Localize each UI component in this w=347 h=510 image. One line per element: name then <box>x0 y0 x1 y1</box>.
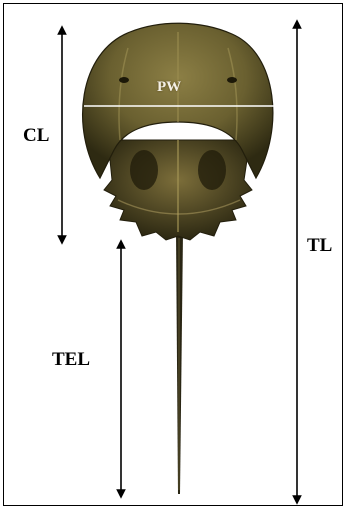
cl-label: CL <box>23 126 49 145</box>
abdomen-right-depression <box>198 150 226 190</box>
tl-label: TL <box>307 236 332 255</box>
tel-label: TEL <box>52 350 90 369</box>
telson <box>176 232 183 494</box>
right-eye <box>227 77 237 83</box>
pw-label: PW <box>157 80 181 95</box>
left-eye <box>119 77 129 83</box>
abdomen-left-depression <box>130 150 158 190</box>
